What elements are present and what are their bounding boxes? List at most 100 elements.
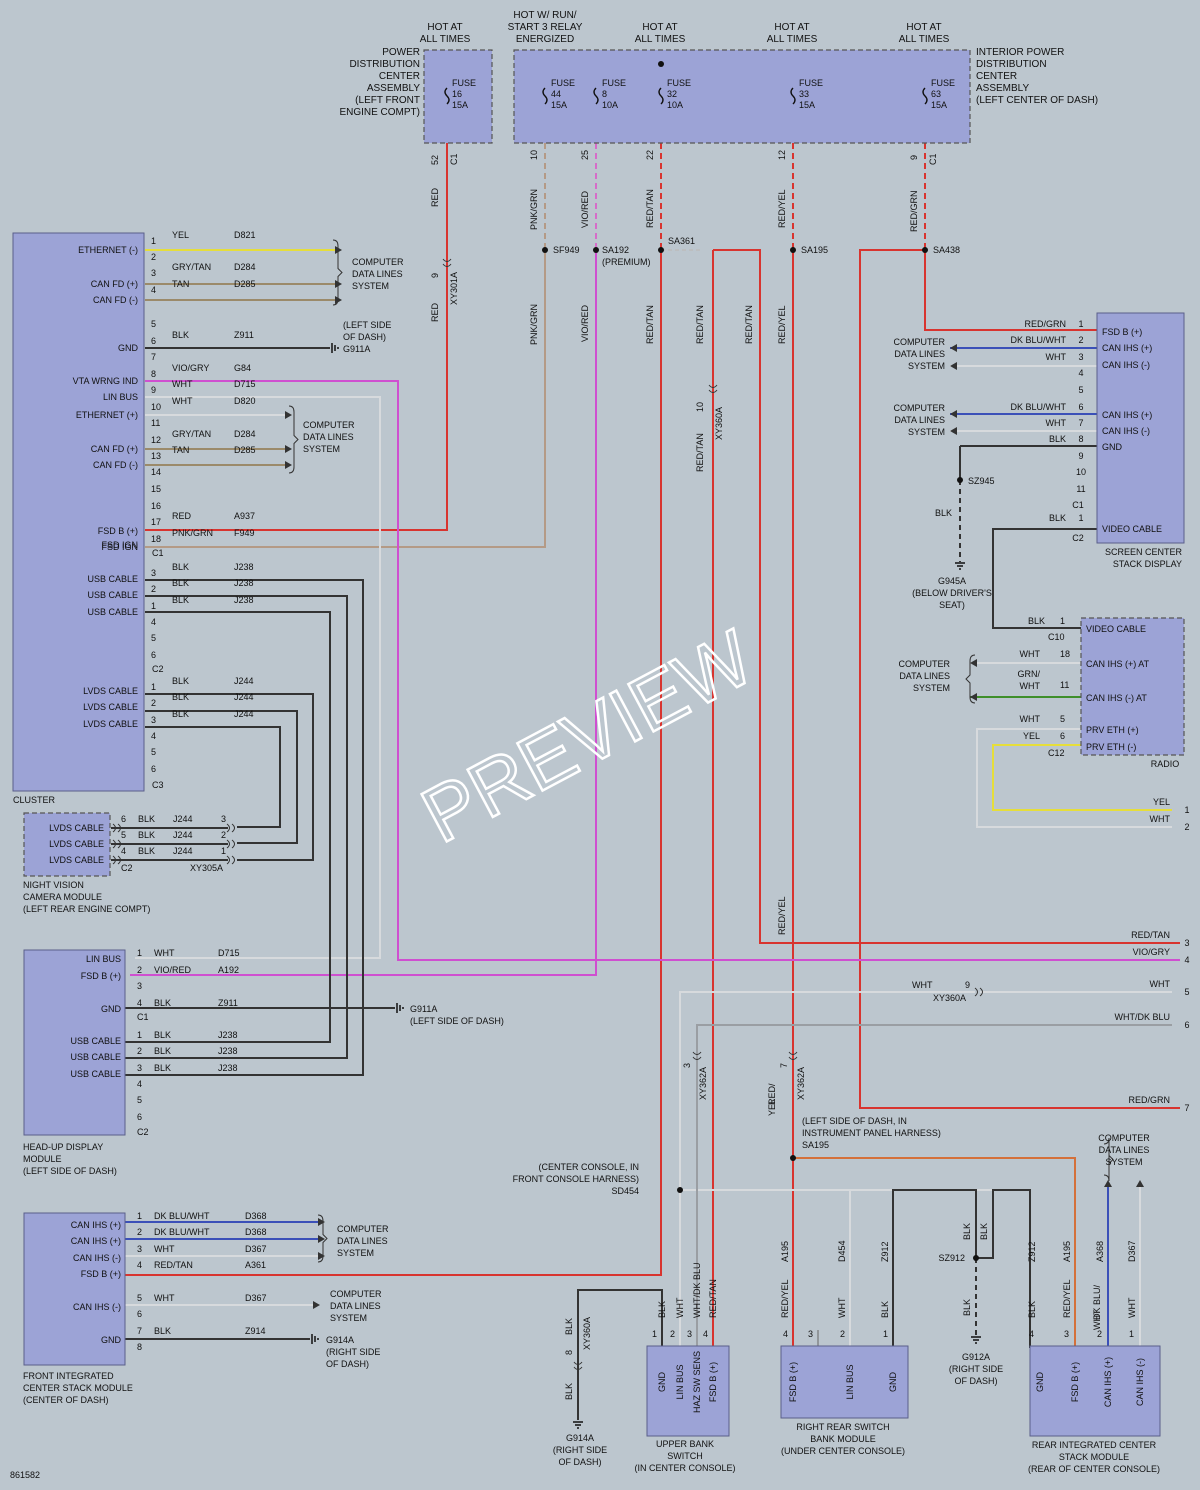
label: PNK/GRN — [172, 528, 213, 538]
label: CAN IHS (+) — [71, 1220, 121, 1230]
arrow-left-icon — [950, 410, 957, 418]
screen-center-stack-display — [1096, 312, 1185, 544]
label: WHT/DK BLU — [1114, 1012, 1170, 1022]
label: 4 — [137, 1079, 142, 1089]
label: 14 — [151, 467, 161, 477]
label: J244 — [173, 814, 193, 824]
label: J238 — [234, 578, 254, 588]
label: HOT AT — [642, 22, 677, 33]
label: 1 — [151, 601, 156, 611]
label: VIO/GRY — [172, 363, 209, 373]
label: XY301A — [449, 272, 459, 305]
label: J244 — [234, 709, 254, 719]
label: WHT — [1127, 1297, 1137, 1318]
arrow-right-icon — [313, 1301, 320, 1309]
label: CAN FD (+) — [91, 279, 138, 289]
label: CAN IHS (+) AT — [1086, 659, 1150, 669]
label: 8 — [1078, 434, 1083, 444]
label: CENTER STACK MODULE — [23, 1383, 133, 1393]
label: BLK — [564, 1318, 574, 1335]
label: 1 — [151, 236, 156, 246]
label: BLK — [172, 676, 189, 686]
arrow-left-icon — [950, 362, 957, 370]
label: D284 — [234, 429, 256, 439]
label: 5 — [151, 319, 156, 329]
label: REAR INTEGRATED CENTER — [1032, 1440, 1157, 1450]
label: C1 — [1072, 500, 1084, 510]
label: 6 — [137, 1112, 142, 1122]
label: G945A — [938, 576, 966, 586]
splice-dot — [677, 1187, 683, 1193]
label: C1 — [137, 1012, 149, 1022]
label: 1 — [883, 1329, 888, 1339]
label: 9 — [430, 273, 440, 278]
label: CENTER — [379, 71, 420, 82]
label: USB CABLE — [70, 1069, 121, 1079]
label: VIO/RED — [580, 304, 590, 342]
label: (CENTER CONSOLE, IN — [538, 1162, 639, 1172]
label: 63 — [931, 89, 941, 99]
label: Z911 — [234, 330, 254, 340]
label: 3 — [1184, 938, 1189, 948]
label: XY360A — [582, 1317, 592, 1350]
label: 2 — [1184, 822, 1189, 832]
arrow-right-icon — [318, 1218, 325, 1226]
label: 3 — [808, 1329, 813, 1339]
label: LVDS CABLE — [49, 855, 104, 865]
label: D368 — [245, 1211, 267, 1221]
inline-connector-icon — [112, 823, 121, 833]
label: ALL TIMES — [420, 34, 471, 45]
label: ETHERNET (+) — [76, 410, 138, 420]
label: UPPER BANK — [656, 1439, 714, 1449]
label: YEL — [172, 230, 189, 240]
label: CAMERA MODULE — [23, 892, 102, 902]
bracket — [1103, 1137, 1114, 1182]
label: FSD B (+) — [1102, 327, 1142, 337]
wire-wht-d715 — [135, 396, 381, 959]
label: 2 — [137, 965, 142, 975]
label: WHT — [1020, 681, 1041, 691]
label: Z914 — [245, 1326, 266, 1336]
label: 17 — [151, 517, 161, 527]
label: LVDS CABLE — [49, 839, 104, 849]
inline-connector-icon — [226, 855, 235, 865]
label: RED/TAN — [645, 305, 655, 344]
bus-dot — [658, 61, 664, 67]
label: RADIO — [1151, 759, 1180, 769]
label: 5 — [151, 633, 156, 643]
label: 10A — [602, 100, 618, 110]
label: FSD B (+) — [81, 971, 121, 981]
label: 1 — [1060, 616, 1065, 626]
label: HOT AT — [427, 22, 462, 33]
label: XY362A — [698, 1067, 708, 1100]
label: COMPUTER — [894, 337, 946, 347]
label: F949 — [234, 528, 255, 538]
label: FUSE — [667, 78, 691, 88]
label: G914A — [326, 1335, 354, 1345]
label: RED — [430, 302, 440, 322]
label: BLK — [962, 1223, 972, 1240]
label: 3 — [137, 981, 142, 991]
arrow-right-icon — [318, 1235, 325, 1243]
label: CAN IHS (-) — [73, 1253, 121, 1263]
label: 6 — [1078, 402, 1083, 412]
label: YEL — [767, 1099, 777, 1116]
label: BLK — [172, 562, 189, 572]
label: A361 — [245, 1260, 266, 1270]
label: DK BLU/WHT — [154, 1211, 210, 1221]
label: CAN IHS (-) — [1102, 426, 1150, 436]
label: (LEFT SIDE OF DASH, IN — [802, 1116, 907, 1126]
label: D715 — [234, 379, 256, 389]
label: 2 — [137, 1227, 142, 1237]
label: 25 — [580, 150, 590, 160]
label: 4 — [703, 1329, 708, 1339]
label: SYSTEM — [913, 683, 950, 693]
label: COMPUTER — [894, 403, 946, 413]
label: FUSE — [551, 78, 575, 88]
label: FSD IGN — [101, 542, 138, 552]
label: MODULE — [23, 1154, 62, 1164]
label: BLK — [172, 330, 189, 340]
label: 8 — [602, 89, 607, 99]
label: LIN BUS — [845, 1364, 855, 1399]
label: 2 — [221, 830, 226, 840]
